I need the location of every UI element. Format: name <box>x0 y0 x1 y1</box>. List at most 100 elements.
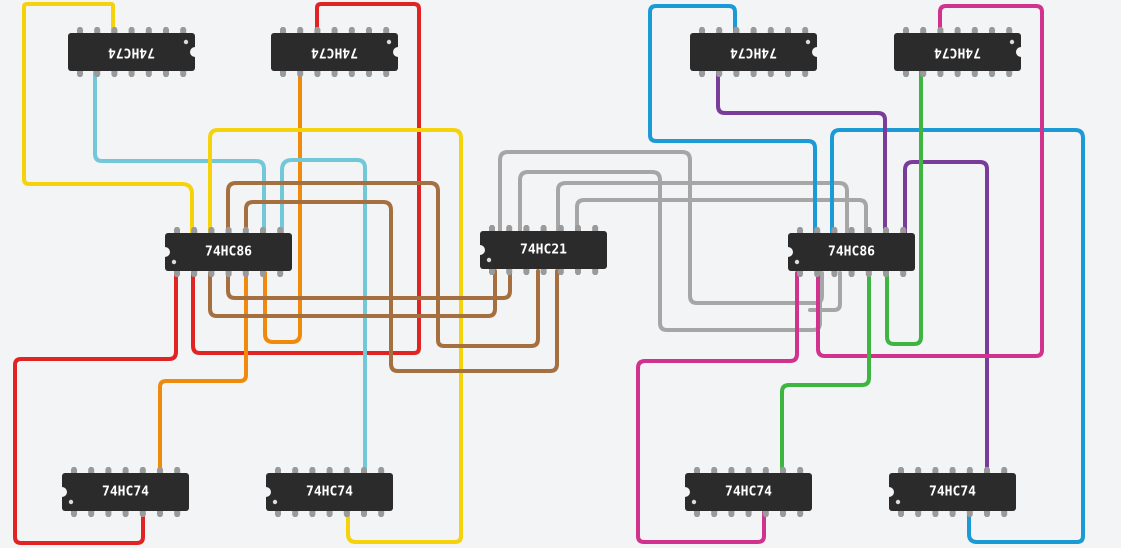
chip-pin[interactable] <box>971 71 978 77</box>
chip-pin[interactable] <box>208 271 215 277</box>
chip-pin[interactable] <box>277 271 284 277</box>
chip-pin[interactable] <box>383 71 390 77</box>
chip-pin[interactable] <box>1006 27 1013 33</box>
gray-wire[interactable] <box>808 271 842 312</box>
chip-pin[interactable] <box>242 227 249 233</box>
chip-pin[interactable] <box>343 511 350 517</box>
chip-pin[interactable] <box>71 511 77 517</box>
chip-pin[interactable] <box>489 225 495 231</box>
yellow-wire[interactable] <box>208 128 463 544</box>
chip-pin[interactable] <box>506 269 513 275</box>
chip-pin[interactable] <box>865 227 872 233</box>
chip-pin[interactable] <box>949 467 956 473</box>
chip-pin[interactable] <box>71 467 77 473</box>
chip-pin[interactable] <box>984 511 990 517</box>
chip-pin[interactable] <box>728 467 735 473</box>
chip-pin[interactable] <box>557 269 564 275</box>
chip-pin[interactable] <box>883 271 889 277</box>
chip-pin[interactable] <box>208 227 215 233</box>
chip-pin[interactable] <box>174 467 181 473</box>
chip-pin[interactable] <box>802 27 809 33</box>
chip-pin[interactable] <box>331 71 338 77</box>
chip-pin[interactable] <box>750 71 757 77</box>
chip-pin[interactable] <box>797 467 804 473</box>
chip-pin[interactable] <box>767 71 774 77</box>
chip-pin[interactable] <box>122 511 129 517</box>
chip-pin[interactable] <box>225 227 232 233</box>
chip-pin[interactable] <box>94 27 101 33</box>
chip-pin[interactable] <box>915 467 922 473</box>
chip-pin[interactable] <box>128 27 135 33</box>
chip-pin[interactable] <box>540 225 547 231</box>
chip-pin[interactable] <box>785 27 791 33</box>
chip-pin[interactable] <box>111 27 118 33</box>
chip-pin[interactable] <box>314 71 321 77</box>
chip-pin[interactable] <box>984 467 990 473</box>
chip-pin[interactable] <box>903 27 909 33</box>
red-wire[interactable] <box>191 2 421 355</box>
chip-pin[interactable] <box>361 467 367 473</box>
chip-pin[interactable] <box>966 467 973 473</box>
chip-pin[interactable] <box>277 227 284 233</box>
chip-ff-top-2[interactable]: 74HC74 <box>271 27 403 77</box>
magenta-wire[interactable] <box>636 271 799 544</box>
chip-pin[interactable] <box>780 511 786 517</box>
chip-pin[interactable] <box>915 511 922 517</box>
chip-pin[interactable] <box>814 271 821 277</box>
chip-pin[interactable] <box>139 511 146 517</box>
chip-pin[interactable] <box>343 467 350 473</box>
lightblue-wire[interactable] <box>280 158 367 474</box>
brown-wire[interactable] <box>226 269 512 300</box>
chip-pin[interactable] <box>1001 511 1008 517</box>
chip-pin[interactable] <box>592 225 599 231</box>
chip-pin[interactable] <box>280 71 286 77</box>
chip-ff-top-1[interactable]: 74HC74 <box>68 27 200 77</box>
chip-pin[interactable] <box>716 27 723 33</box>
chip-pin[interactable] <box>88 511 95 517</box>
chip-pin[interactable] <box>314 27 321 33</box>
chip-pin[interactable] <box>785 71 791 77</box>
chip-pin[interactable] <box>883 227 889 233</box>
chip-pin[interactable] <box>797 227 803 233</box>
chip-pin[interactable] <box>191 271 198 277</box>
chip-pin[interactable] <box>297 27 304 33</box>
chip-pin[interactable] <box>949 511 956 517</box>
lightblue-wire[interactable] <box>93 70 266 235</box>
brown-wire[interactable] <box>226 181 540 348</box>
chip-ff-bottom-2[interactable]: 74HC74 <box>261 467 393 517</box>
chip-pin[interactable] <box>77 27 83 33</box>
chip-pin[interactable] <box>699 71 705 77</box>
chip-pin[interactable] <box>260 227 266 233</box>
chip-pin[interactable] <box>733 71 740 77</box>
gray-wire[interactable] <box>556 181 849 235</box>
chip-pin[interactable] <box>898 511 904 517</box>
chip-pin[interactable] <box>94 71 101 77</box>
chip-pin[interactable] <box>937 71 944 77</box>
chip-pin[interactable] <box>762 511 769 517</box>
chip-pin[interactable] <box>848 227 855 233</box>
red-wire[interactable] <box>13 271 178 545</box>
brown-wire[interactable] <box>208 269 497 318</box>
chip-pin[interactable] <box>1001 467 1008 473</box>
blue-wire[interactable] <box>830 128 1085 544</box>
chip-xor-left[interactable]: 74HC86 <box>160 227 292 277</box>
chip-pin[interactable] <box>378 511 385 517</box>
chip-pin[interactable] <box>105 511 112 517</box>
chip-pin[interactable] <box>575 269 581 275</box>
chip-pin[interactable] <box>326 467 333 473</box>
chip-pin[interactable] <box>523 269 530 275</box>
chip-pin[interactable] <box>174 271 180 277</box>
chip-pin[interactable] <box>711 511 718 517</box>
chip-pin[interactable] <box>326 511 333 517</box>
chip-pin[interactable] <box>989 71 995 77</box>
orange-wire[interactable] <box>158 271 248 474</box>
chip-pin[interactable] <box>331 27 338 33</box>
chip-pin[interactable] <box>540 269 547 275</box>
chip-pin[interactable] <box>180 27 187 33</box>
chip-pin[interactable] <box>898 467 904 473</box>
chip-pin[interactable] <box>275 511 281 517</box>
chip-pin[interactable] <box>694 467 700 473</box>
chip-pin[interactable] <box>145 71 152 77</box>
gray-wire[interactable] <box>575 198 868 235</box>
chip-pin[interactable] <box>523 225 530 231</box>
